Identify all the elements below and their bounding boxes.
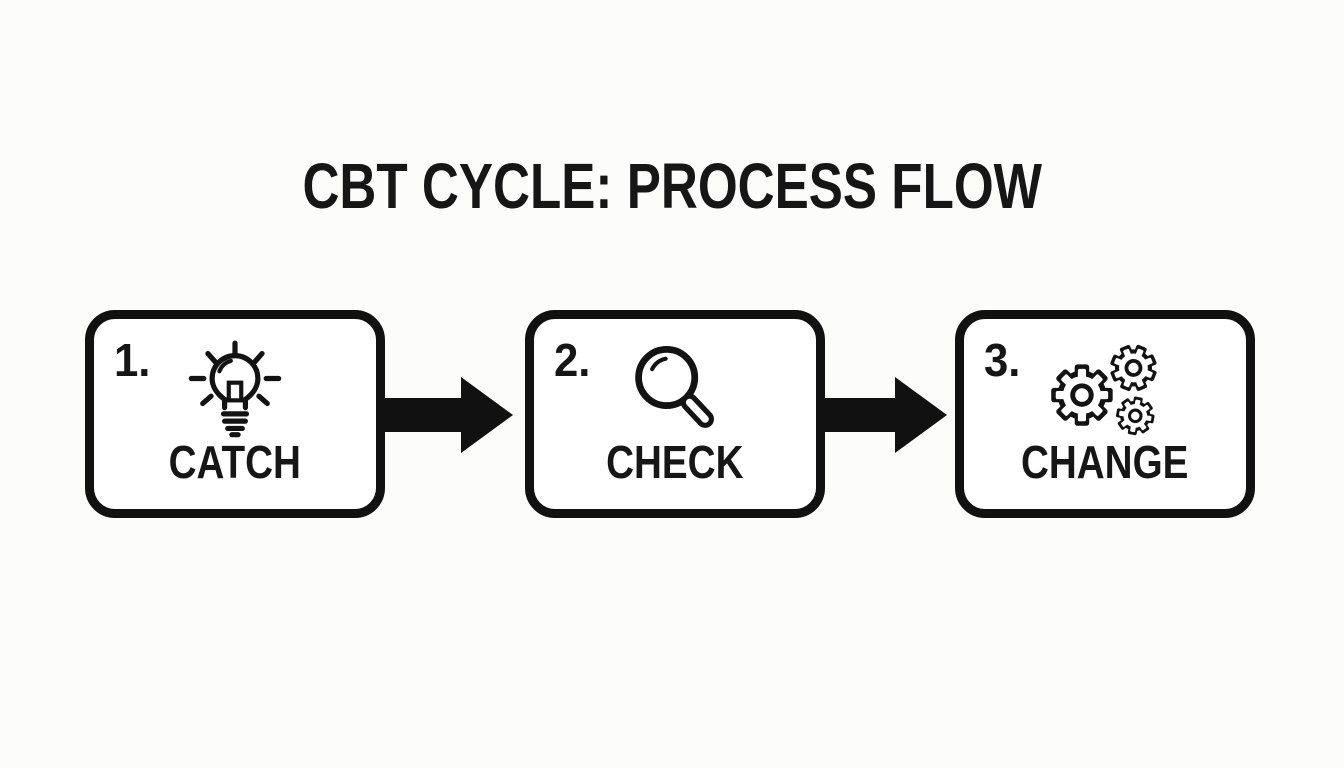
lightbulb-icon [94,337,376,445]
arrow-shaft [385,398,461,432]
step-label: CATCH [94,439,376,485]
step-box-catch: 1. [85,310,385,518]
step-number: 2. [554,334,591,386]
arrow-shaft [825,398,895,432]
step-box-check: 2. CHECK [525,310,825,518]
step-box-change: 3. [955,310,1255,518]
magnifier-icon [534,337,816,445]
gears-icon [964,337,1246,445]
step-label: CHANGE [964,439,1246,485]
step-label-text: CHECK [606,436,744,488]
step-number: 1. [114,334,151,386]
step-number: 3. [984,334,1021,386]
arrow-head [461,377,513,453]
arrow-head [895,377,947,453]
flow-arrow-right-icon [385,377,513,453]
step-label: CHECK [534,439,816,485]
flow-arrow-right-icon [825,377,947,453]
page-title: CBT CYCLE: PROCESS FLOW [0,154,1344,218]
step-label-text: CATCH [168,436,302,488]
step-label-text: CHANGE [1021,436,1189,488]
page-title-text: CBT CYCLE: PROCESS FLOW [302,150,1042,222]
